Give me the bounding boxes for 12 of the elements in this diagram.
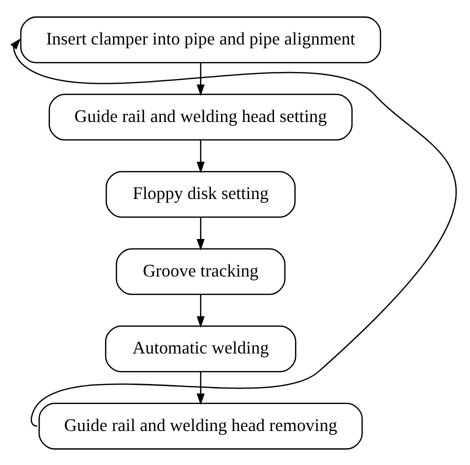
node-box: Groove tracking — [116, 248, 286, 295]
node-box: Automatic welding — [105, 324, 296, 372]
arrow — [10, 38, 456, 426]
node-box: Insert clamper into pipe and pipe alignment — [20, 16, 382, 63]
arrow — [196, 140, 205, 173]
arrow — [196, 294, 205, 328]
arrow — [196, 371, 205, 404]
node-box: Guide rail and welding head removing — [38, 402, 363, 450]
node-box: Guide rail and welding head setting — [48, 93, 353, 140]
node-box: Floppy disk setting — [106, 170, 296, 218]
arrow — [196, 216, 205, 250]
arrow — [196, 62, 205, 96]
